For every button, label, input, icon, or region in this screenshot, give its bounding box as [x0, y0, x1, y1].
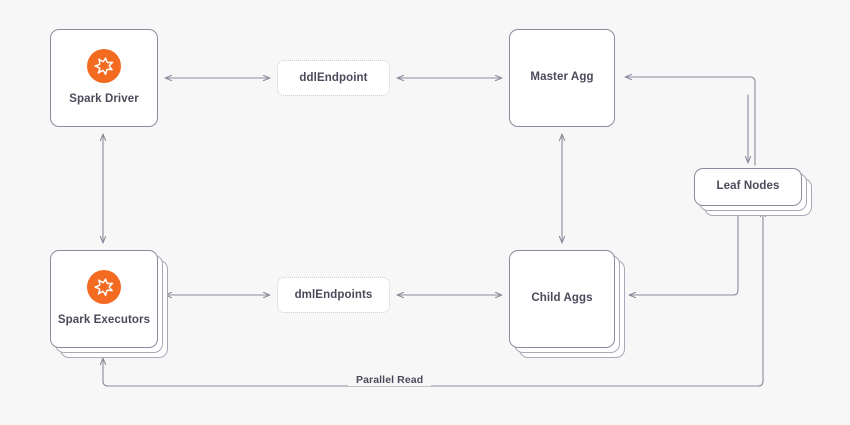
node-label: Leaf Nodes: [716, 180, 780, 193]
edge-leaf-childaggs: [628, 209, 739, 299]
node-label: Child Aggs: [531, 292, 593, 305]
node-spark-driver[interactable]: Spark Driver: [50, 29, 158, 127]
node-master-agg[interactable]: Master Agg: [509, 29, 615, 127]
edge-master-leaf: [625, 77, 755, 160]
endpoint-dml[interactable]: dmlEndpoints: [277, 277, 390, 313]
endpoint-label: ddlEndpoint: [299, 72, 368, 84]
edge-leaf-master: [624, 73, 756, 166]
edge-parallel-read: [99, 209, 767, 387]
spark-logo-icon: [87, 270, 121, 305]
endpoint-label: dmlEndpoints: [294, 289, 373, 301]
node-child-aggs[interactable]: Child Aggs: [509, 250, 615, 348]
edge-label-parallel-read: Parallel Read: [348, 374, 432, 386]
node-label: Spark Executors: [57, 314, 151, 327]
endpoint-ddl[interactable]: ddlEndpoint: [277, 60, 390, 96]
spark-logo-icon: [87, 49, 121, 84]
node-spark-executors[interactable]: Spark Executors: [50, 250, 158, 348]
node-label: Master Agg: [530, 71, 594, 84]
node-leaf-nodes[interactable]: Leaf Nodes: [694, 168, 802, 206]
node-label: Spark Driver: [69, 93, 139, 106]
